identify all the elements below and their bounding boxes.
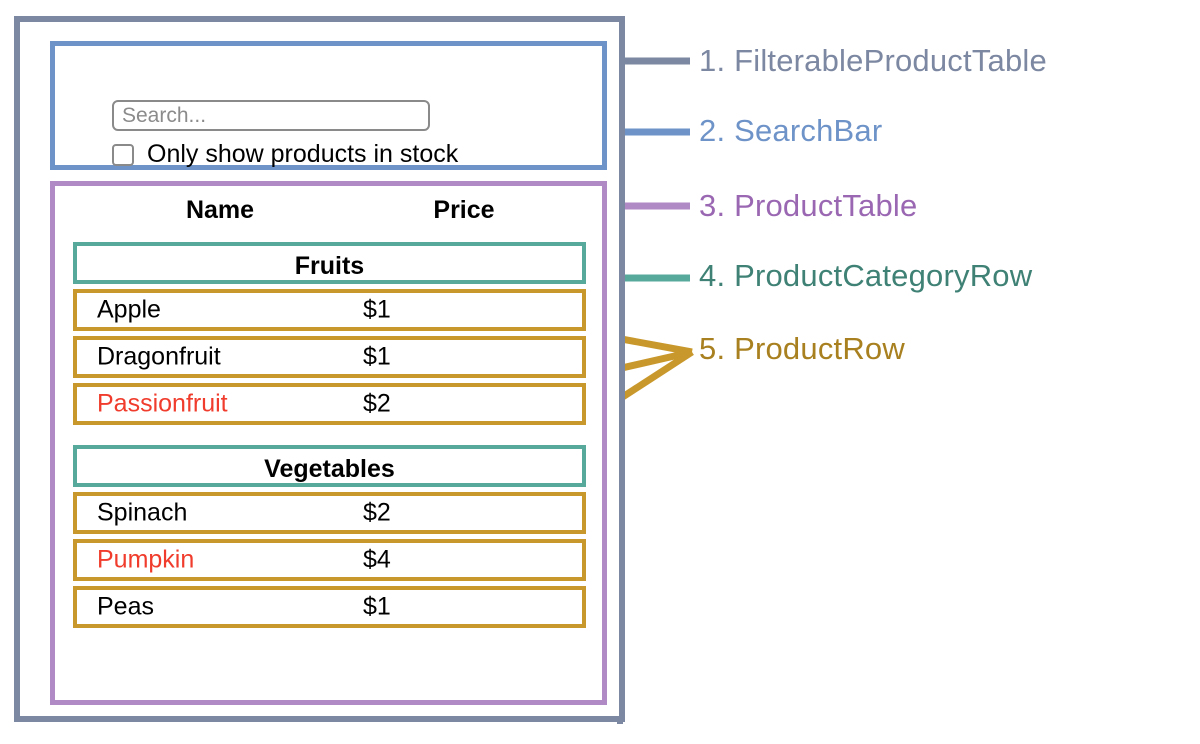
legend-item-filterable-product-table: 1. FilterableProductTable bbox=[699, 43, 1047, 79]
legend-number: 1. bbox=[699, 43, 726, 78]
product-table-rows: Fruits Apple $1 Dragonfruit $1 Passionfr… bbox=[73, 242, 586, 633]
product-row: Pumpkin $4 bbox=[73, 539, 586, 581]
legend-number: 5. bbox=[699, 331, 726, 366]
product-row-price: $1 bbox=[363, 592, 391, 621]
product-category-label: Vegetables bbox=[264, 454, 395, 483]
product-row-name: Peas bbox=[97, 592, 154, 621]
legend-item-product-row: 5. ProductRow bbox=[699, 331, 905, 367]
legend-label: ProductRow bbox=[734, 331, 905, 366]
column-header-name: Name bbox=[185, 196, 255, 224]
product-row-price: $2 bbox=[363, 389, 391, 418]
legend-label: ProductTable bbox=[734, 188, 918, 223]
legend-label: ProductCategoryRow bbox=[734, 258, 1033, 293]
product-row-name: Pumpkin bbox=[97, 545, 195, 574]
legend-label: SearchBar bbox=[734, 113, 883, 148]
product-row-name: Passionfruit bbox=[97, 389, 228, 418]
product-row: Peas $1 bbox=[73, 586, 586, 628]
filterable-product-table: Search... Only show products in stock Na… bbox=[14, 16, 625, 722]
legend-item-product-table: 3. ProductTable bbox=[699, 188, 917, 224]
product-table: Name Price Fruits Apple $1 Dragonfruit $… bbox=[50, 181, 607, 705]
product-row: Dragonfruit $1 bbox=[73, 336, 586, 378]
search-input[interactable]: Search... bbox=[112, 100, 430, 131]
legend-item-search-bar: 2. SearchBar bbox=[699, 113, 882, 149]
legend-item-product-category-row: 4. ProductCategoryRow bbox=[699, 258, 1032, 294]
legend-number: 4. bbox=[699, 258, 726, 293]
product-row: Passionfruit $2 bbox=[73, 383, 586, 425]
product-table-header: Name Price bbox=[55, 196, 602, 233]
in-stock-checkbox[interactable] bbox=[112, 143, 134, 166]
product-row-name: Dragonfruit bbox=[97, 342, 221, 371]
product-row-name: Apple bbox=[97, 295, 161, 324]
product-row-price: $1 bbox=[363, 295, 391, 324]
in-stock-checkbox-label: Only show products in stock bbox=[147, 140, 459, 168]
product-row-price: $1 bbox=[363, 342, 391, 371]
legend-label: FilterableProductTable bbox=[734, 43, 1047, 78]
search-bar: Search... Only show products in stock bbox=[50, 41, 607, 170]
legend-number: 3. bbox=[699, 188, 726, 223]
product-row: Spinach $2 bbox=[73, 492, 586, 534]
product-category-label: Fruits bbox=[294, 251, 365, 280]
product-row-price: $2 bbox=[363, 498, 391, 527]
column-header-price: Price bbox=[433, 196, 495, 224]
legend-number: 2. bbox=[699, 113, 726, 148]
product-category-row: Fruits bbox=[73, 242, 586, 284]
product-row-name: Spinach bbox=[97, 498, 188, 527]
product-row-price: $4 bbox=[363, 545, 391, 574]
product-row: Apple $1 bbox=[73, 289, 586, 331]
product-category-row: Vegetables bbox=[73, 445, 586, 487]
in-stock-filter-row[interactable]: Only show products in stock bbox=[112, 142, 458, 167]
